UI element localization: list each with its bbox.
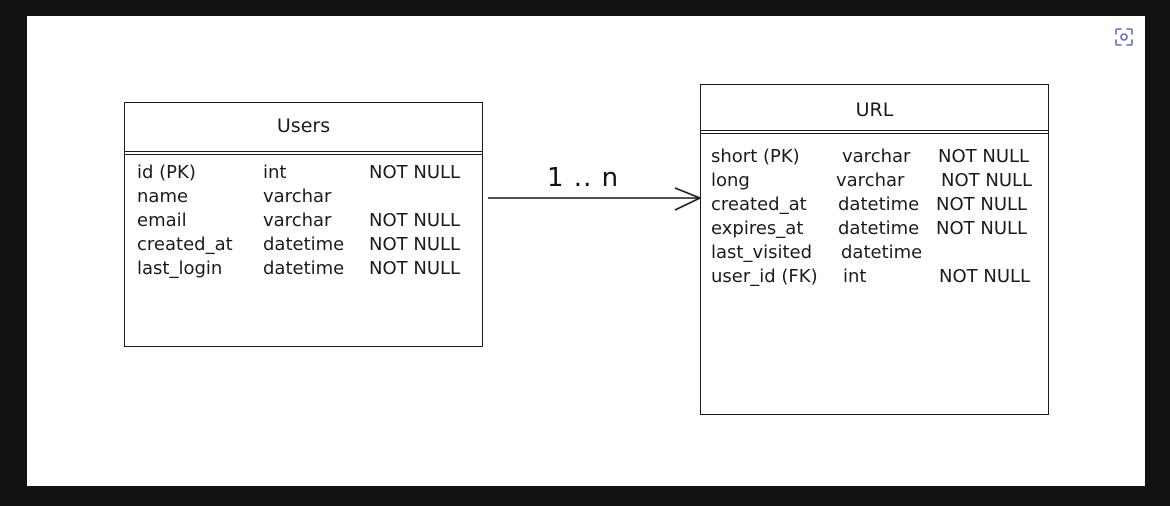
entity-title: URL — [855, 99, 894, 121]
header-divider — [700, 133, 1049, 134]
column-name: email — [137, 210, 187, 231]
focus-icon — [1115, 28, 1133, 46]
column-type: int — [843, 266, 867, 287]
url-entity[interactable]: URL short (PK) varchar NOT NULL long var… — [700, 84, 1049, 415]
header-divider — [700, 130, 1049, 131]
column-type: varchar — [842, 146, 911, 167]
header-divider — [124, 154, 483, 155]
column-constraint: NOT NULL — [369, 258, 461, 279]
column-type: int — [263, 162, 287, 183]
column-type: datetime — [838, 218, 920, 239]
column-constraint: NOT NULL — [369, 162, 461, 183]
column-name: long — [711, 170, 750, 191]
column-name: last_login — [137, 258, 223, 279]
column-name: short (PK) — [711, 146, 800, 167]
users-entity[interactable]: Users id (PK) int NOT NULL name varchar … — [124, 102, 483, 347]
column-name: created_at — [137, 234, 233, 255]
column-name: name — [137, 186, 189, 207]
column-type: datetime — [263, 258, 345, 279]
column-name: id (PK) — [137, 162, 196, 183]
entity-title: Users — [276, 115, 331, 137]
column-constraint: NOT NULL — [938, 146, 1030, 167]
column-type: varchar — [836, 170, 905, 191]
column-type: varchar — [263, 210, 332, 231]
fit-view-button[interactable] — [1110, 23, 1138, 51]
diagram-canvas[interactable] — [27, 16, 1145, 486]
column-name: created_at — [711, 194, 807, 215]
column-type: datetime — [263, 234, 345, 255]
column-constraint: NOT NULL — [941, 170, 1033, 191]
column-type: varchar — [263, 186, 332, 207]
column-constraint: NOT NULL — [939, 266, 1031, 287]
header-divider — [124, 151, 483, 152]
column-name: user_id (FK) — [711, 266, 818, 287]
column-constraint: NOT NULL — [369, 234, 461, 255]
column-type: datetime — [838, 194, 920, 215]
column-name: expires_at — [711, 218, 804, 239]
column-constraint: NOT NULL — [936, 218, 1028, 239]
column-constraint: NOT NULL — [369, 210, 461, 231]
column-type: datetime — [841, 242, 923, 263]
column-name: last_visited — [711, 242, 813, 263]
column-constraint: NOT NULL — [936, 194, 1028, 215]
relationship-label: 1 .. n — [547, 163, 620, 193]
